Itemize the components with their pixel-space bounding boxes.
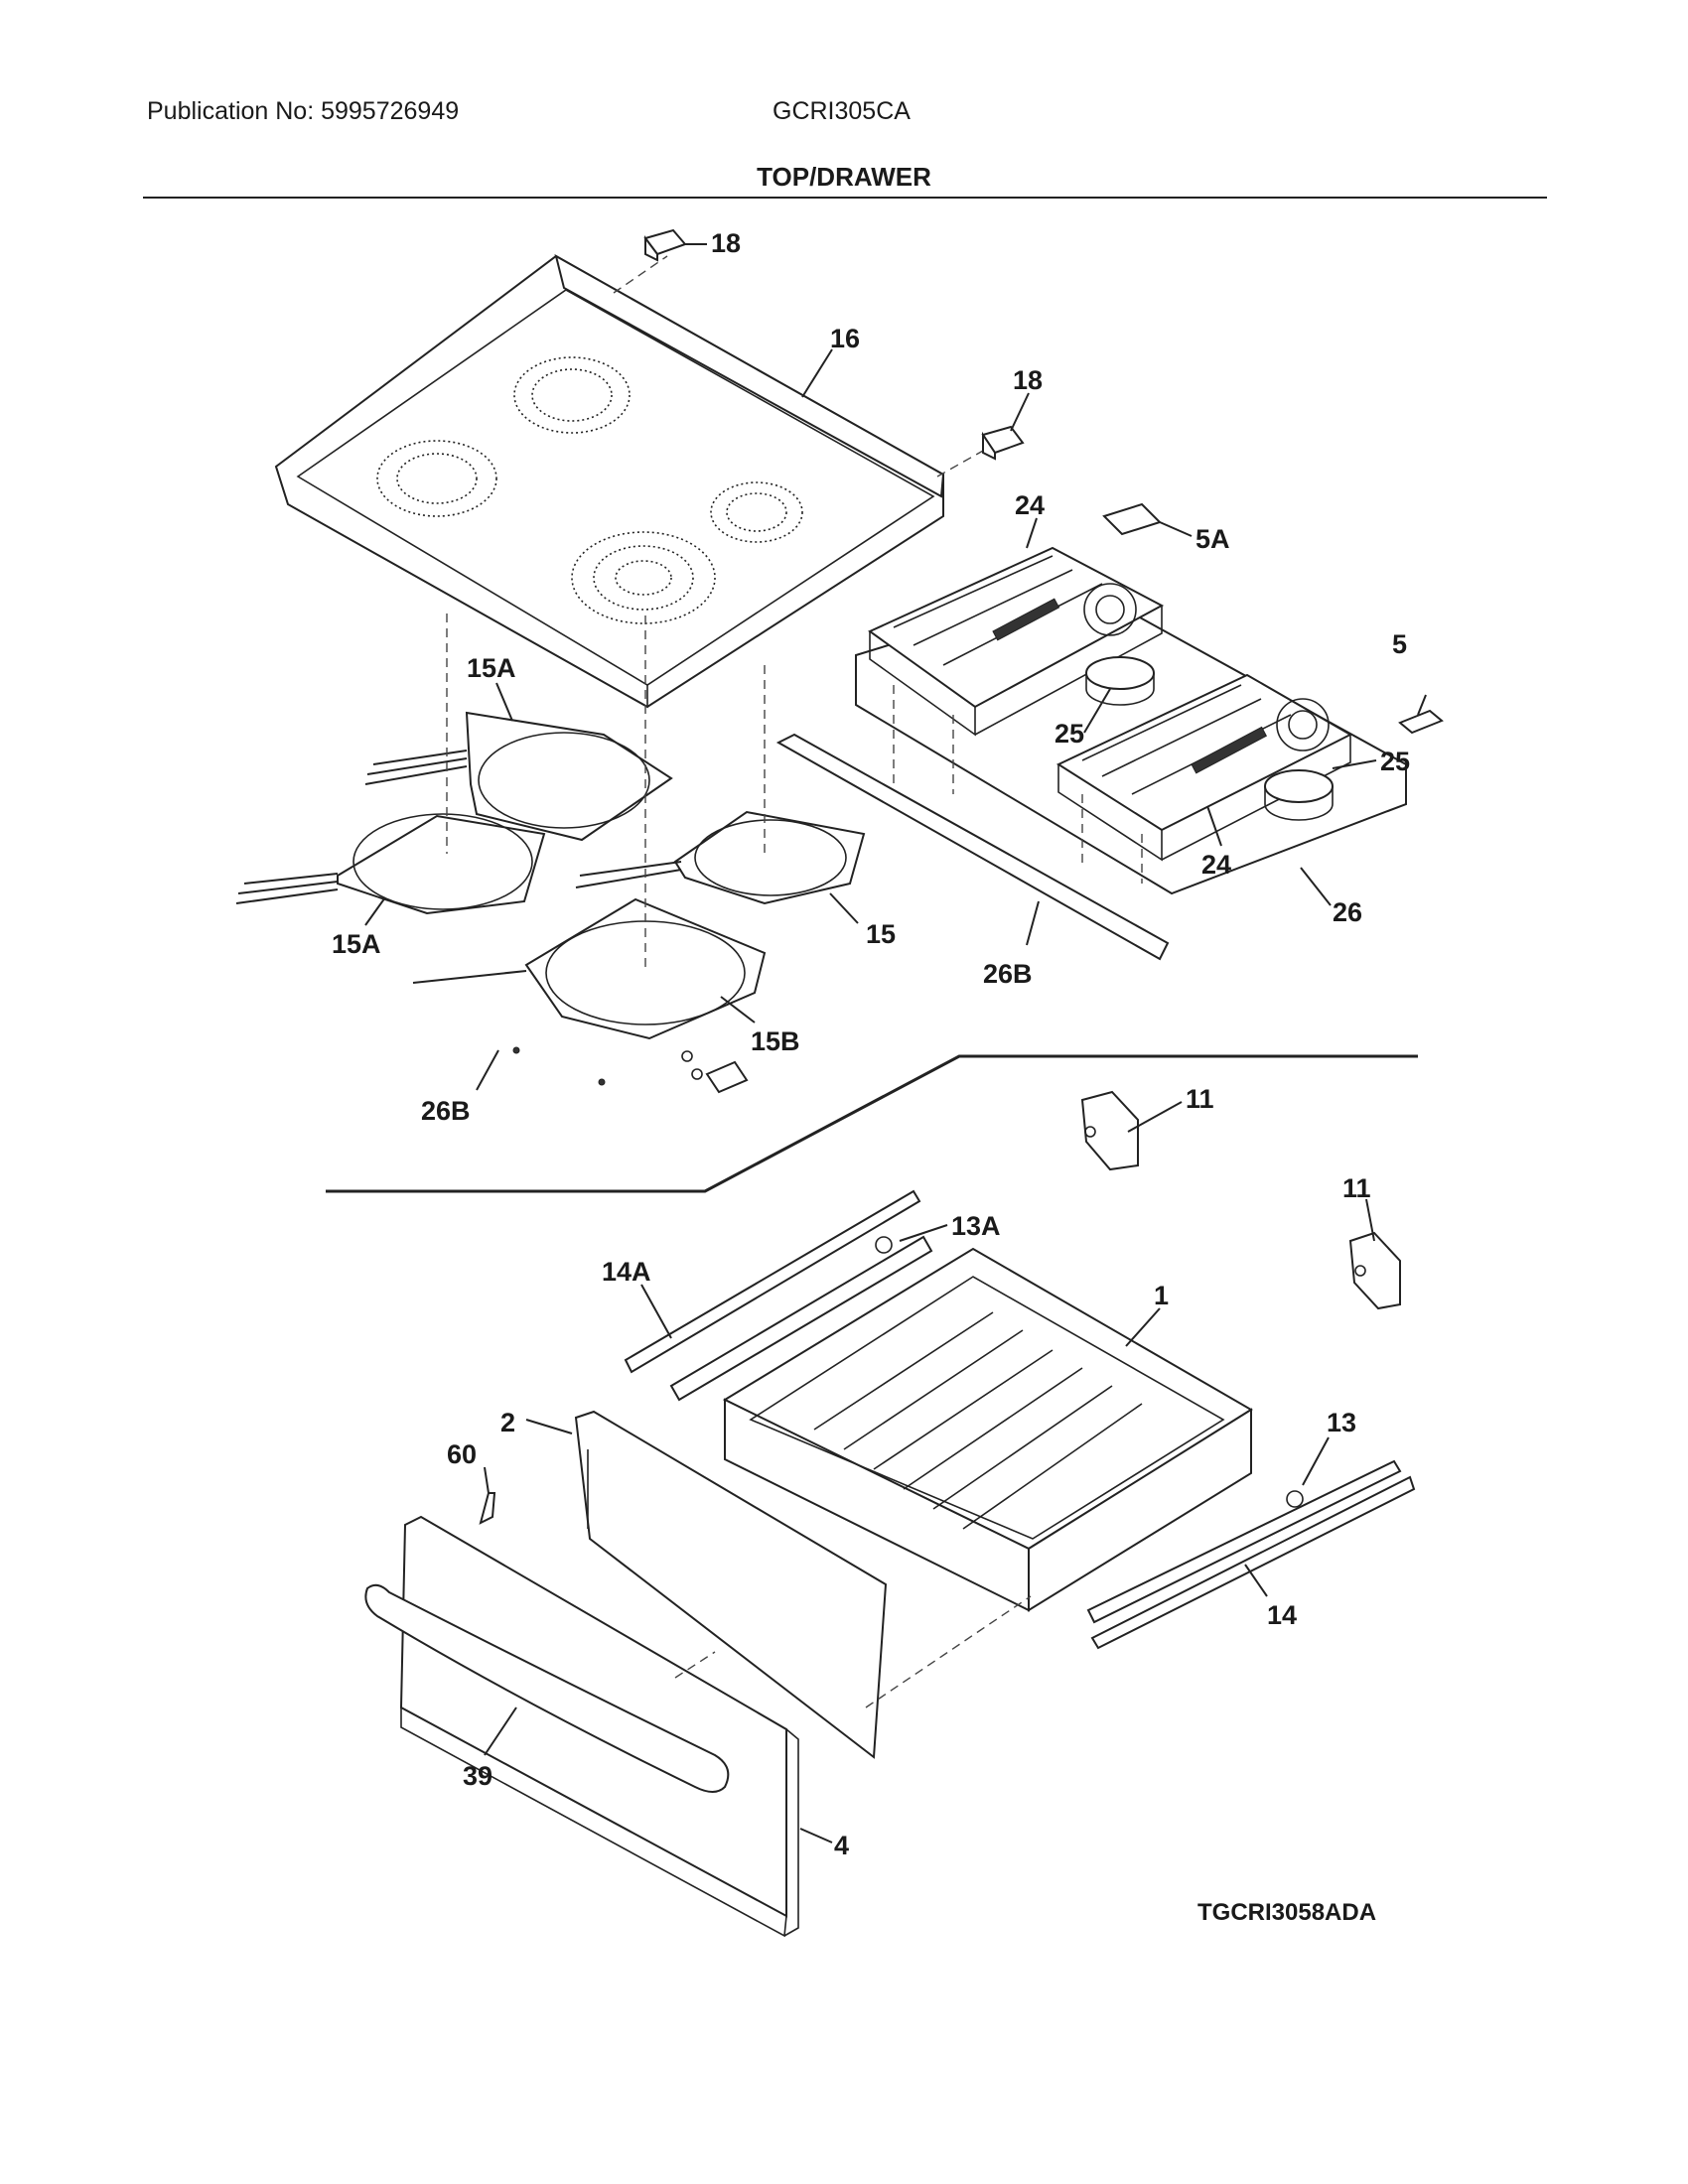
fan-25-right (1264, 769, 1334, 821)
bracket-18-top (643, 228, 687, 262)
leader-26b-left (476, 1049, 499, 1091)
leader-13a (899, 1224, 948, 1242)
hardware-screws (512, 1046, 749, 1094)
callout-24-bottom: 24 (1201, 850, 1231, 880)
section-divider (326, 1054, 1418, 1193)
leader-15a-bot (364, 896, 386, 926)
leader-24a (1026, 517, 1038, 549)
leader-14a (640, 1284, 672, 1339)
leader-13 (1302, 1436, 1330, 1486)
leader-15a-top (495, 682, 513, 722)
bracket-5 (1398, 694, 1444, 735)
element-15a-top (364, 711, 673, 842)
leader-26b-right (1026, 900, 1040, 946)
callout-11-left: 11 (1186, 1084, 1214, 1114)
callout-11-right: 11 (1342, 1173, 1371, 1203)
cooktop-glass-top (274, 253, 945, 709)
leader-1 (1125, 1307, 1161, 1347)
callout-5a: 5A (1196, 524, 1230, 554)
slide-rail-14 (1086, 1459, 1416, 1650)
leader-2 (525, 1419, 573, 1434)
leader-18b (1010, 392, 1030, 432)
callout-26b-right: 26B (983, 959, 1033, 989)
callout-15b: 15B (751, 1026, 800, 1056)
leader-11a (1127, 1101, 1183, 1133)
control-board-24-bottom (1055, 673, 1353, 862)
callout-2: 2 (500, 1408, 515, 1437)
leader-39 (484, 1706, 517, 1756)
bracket-11-right (1348, 1231, 1401, 1310)
leader-11b (1365, 1198, 1375, 1242)
model-number: GCRI305CA (773, 97, 911, 125)
leader-5a (1159, 521, 1193, 537)
leader-26 (1300, 867, 1332, 906)
bracket-11-left (1080, 1090, 1139, 1171)
guide-line (613, 255, 668, 294)
leader-15b (720, 996, 756, 1024)
callout-25-left: 25 (1055, 719, 1084, 749)
drawer-panel-2 (574, 1410, 888, 1759)
handle-39 (364, 1583, 730, 1793)
element-15 (575, 810, 866, 905)
control-board-24-top (868, 546, 1165, 737)
page-title: TOP/DRAWER (757, 162, 931, 192)
slide-rail-14a (624, 1189, 933, 1402)
screw-60 (479, 1492, 496, 1525)
callout-39: 39 (463, 1761, 492, 1791)
leader-4 (799, 1828, 833, 1843)
callout-15a-bottom: 15A (332, 929, 381, 959)
diagram-code: TGCRI3058ADA (1197, 1899, 1376, 1926)
leader-60 (484, 1466, 490, 1494)
callout-4: 4 (834, 1831, 849, 1860)
bracket-5a (1102, 502, 1162, 536)
callout-1: 1 (1154, 1281, 1169, 1310)
trim-strip-26b (775, 733, 1170, 961)
leader-25b (1332, 759, 1377, 769)
leader-14 (1244, 1564, 1268, 1597)
callout-5: 5 (1392, 629, 1407, 659)
callout-25-right: 25 (1380, 747, 1410, 776)
element-15a-bottom (235, 813, 546, 915)
callout-18-right: 18 (1013, 365, 1043, 395)
callout-14: 14 (1267, 1600, 1297, 1630)
callout-14a: 14A (602, 1257, 651, 1287)
callout-24-top: 24 (1015, 490, 1045, 520)
bracket-18-right (981, 425, 1025, 461)
element-15b (412, 897, 767, 1040)
drawer-body-1 (722, 1247, 1253, 1612)
guide-line (674, 1651, 716, 1679)
publication-number: Publication No: 5995726949 (147, 97, 460, 125)
leader-24b (1206, 805, 1222, 847)
callout-18-top: 18 (711, 228, 741, 258)
callout-13a: 13A (951, 1211, 1001, 1241)
callout-26: 26 (1333, 897, 1362, 927)
guide-line (936, 450, 984, 478)
fan-25-top (1085, 656, 1155, 706)
callout-15: 15 (866, 919, 896, 949)
header-rule (143, 197, 1547, 199)
callout-16: 16 (830, 324, 860, 353)
callout-13: 13 (1327, 1408, 1356, 1437)
leader-16 (801, 348, 833, 398)
callout-60: 60 (447, 1439, 477, 1469)
callout-26b-left: 26B (421, 1096, 471, 1126)
leader-25a (1083, 688, 1111, 734)
leader-15 (829, 892, 859, 924)
guide-line (865, 1595, 1032, 1708)
callout-15a-top: 15A (467, 653, 516, 683)
